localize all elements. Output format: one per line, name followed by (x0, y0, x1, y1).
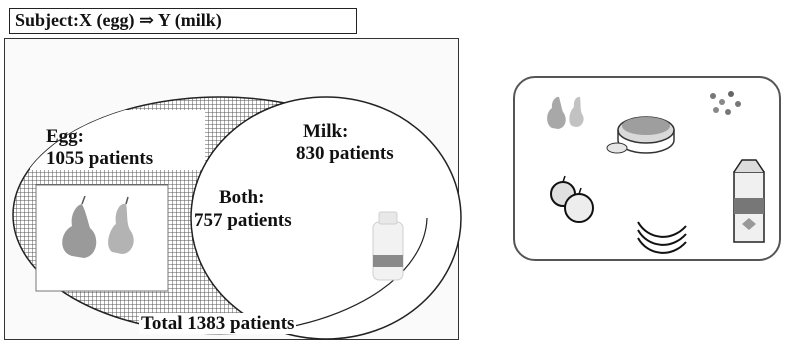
milk-bottle-picture (373, 212, 403, 280)
egg-label: Egg: (46, 126, 84, 147)
total-count: Total 1383 patients (139, 313, 296, 334)
both-label: Both: (219, 187, 264, 208)
pears-picture (36, 185, 168, 291)
food-illustration-panel (513, 76, 781, 261)
egg-count: 1055 patients (46, 148, 153, 169)
milk-label: Milk: (303, 121, 348, 142)
milk-count: 830 patients (296, 143, 394, 164)
both-count: 757 patients (194, 210, 292, 231)
